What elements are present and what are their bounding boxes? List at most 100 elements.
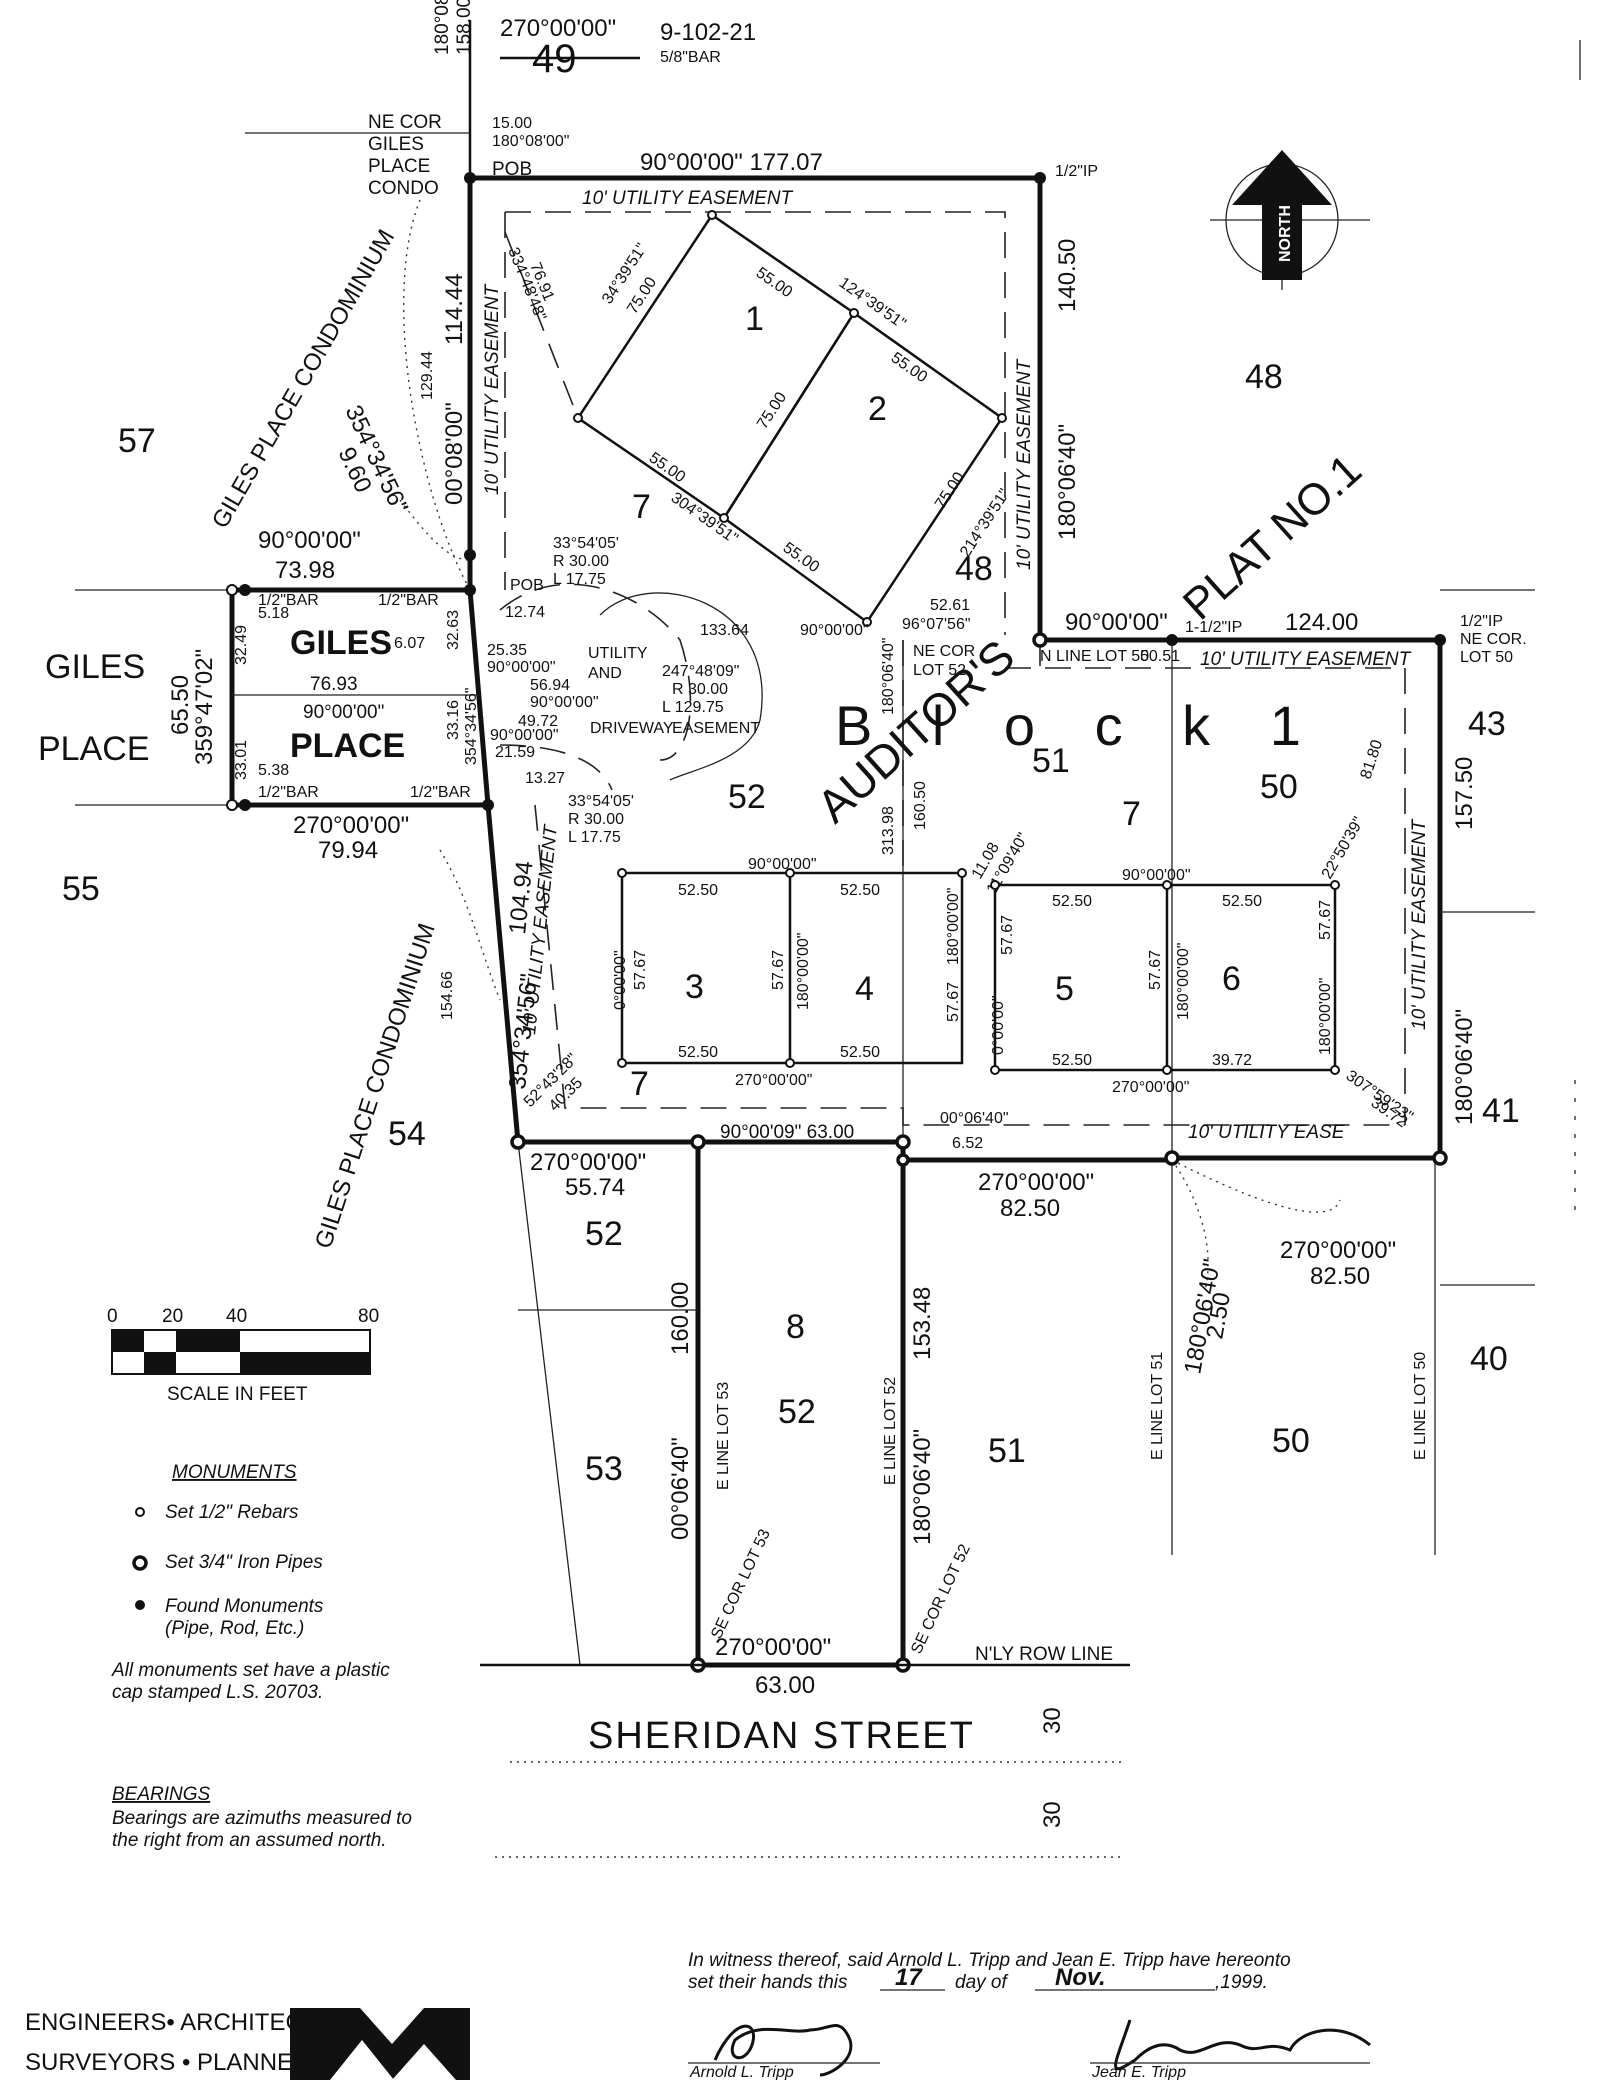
neighbor-51-b: 51 bbox=[988, 1432, 1026, 1470]
dim-l1-right: 55.00 bbox=[888, 349, 931, 386]
curve-3-length: L 17.75 bbox=[568, 829, 621, 846]
giles-street-1: GILES bbox=[45, 648, 145, 686]
firm-line-1: ENGINEERS• ARCHITECTS bbox=[25, 2009, 333, 2036]
neighbor-53: 53 bbox=[585, 1450, 623, 1488]
monument-lot8-tl bbox=[690, 1134, 706, 1150]
top-ip: 1/2"IP bbox=[1055, 163, 1098, 180]
neighbor-54: 54 bbox=[388, 1115, 426, 1153]
dim-l3-left-brg: 0°00'00" bbox=[612, 950, 629, 1010]
monument-lot56-t bbox=[1162, 880, 1172, 890]
ne-corner-label: NE COR GILES PLACE CONDO bbox=[368, 112, 442, 199]
legend-pipe-icon bbox=[132, 1555, 148, 1571]
dim-l5-left-brg: 0°00'00" bbox=[990, 995, 1007, 1055]
giles-bar-br: 1/2"BAR bbox=[410, 784, 471, 801]
giles-b900000a: 90°00'00" bbox=[487, 659, 556, 676]
driveway-easement: EASEMENT bbox=[672, 720, 760, 737]
curve-labels: 33°54'05' R 30.00 L 17.75 247°48'09" R 3… bbox=[553, 535, 739, 846]
parcel-diagonal-boundary bbox=[485, 804, 521, 1143]
e-line-lot53: E LINE LOT 53 bbox=[715, 1382, 732, 1490]
dim-v3-brg: 180°06'40" bbox=[880, 638, 897, 715]
witness-line-2a: set their hands this bbox=[688, 1972, 848, 1993]
easement-right-label: 10' UTILITY EASEMENT bbox=[1014, 358, 1035, 570]
driveway-curve-upper bbox=[499, 583, 692, 761]
monument-top-right bbox=[1034, 172, 1046, 184]
giles-b900000b: 90°00'00" bbox=[530, 694, 599, 711]
giles-d1327: 13.27 bbox=[525, 770, 565, 787]
scale-bar: 0 20 40 80 SCALE IN FEET bbox=[107, 1306, 379, 1405]
scale-tick-20: 20 bbox=[162, 1306, 183, 1327]
scale-tick-40: 40 bbox=[226, 1306, 247, 1327]
lot53-west-line bbox=[517, 1141, 581, 1666]
dim-lot8-small-d: 6.52 bbox=[952, 1135, 983, 1152]
lot8-bottom-bearing: 270°00'00" bbox=[715, 1634, 831, 1661]
dim-lots56-bot: 270°00'00" bbox=[1112, 1079, 1189, 1096]
witness-year: ,1999. bbox=[1215, 1972, 1268, 1993]
firm-line-2: SURVEYORS • PLANNERS bbox=[25, 2049, 326, 2076]
giles-bar-tr: 1/2"BAR bbox=[378, 592, 439, 609]
monument-giles-tl bbox=[239, 584, 251, 596]
dim-l56-mid-brg: 180°00'00" bbox=[1175, 943, 1192, 1020]
giles-street-2: PLACE bbox=[38, 730, 150, 768]
monument-lot5-bl bbox=[990, 1065, 1000, 1075]
monument-giles-bl bbox=[239, 799, 251, 811]
giles-mid-dist: 76.93 bbox=[310, 674, 358, 695]
easement-far-right-label: 10' UTILITY EASEMENT bbox=[1409, 818, 1430, 1030]
monument-lot2-right bbox=[997, 413, 1007, 423]
block-1-label: B l o c k 1 bbox=[835, 694, 1323, 757]
curve-1-radius: R 30.00 bbox=[553, 553, 609, 570]
giles-d607: 6.07 bbox=[394, 635, 425, 652]
lot-5: 5 bbox=[1055, 970, 1074, 1008]
legend-found-icon bbox=[135, 1600, 145, 1610]
dim-l34-mid-brg: 180°00'00" bbox=[795, 933, 812, 1010]
monument-left-mid bbox=[464, 549, 476, 561]
dim-lot8-small: 00°06'40" bbox=[940, 1110, 1009, 1127]
lot8-right-dist: 153.48 bbox=[909, 1287, 936, 1360]
dim-l6-corner: 81.80 bbox=[1358, 738, 1387, 781]
far-right-dist: 157.50 bbox=[1451, 757, 1478, 830]
dim-v2: 160.50 bbox=[912, 781, 929, 830]
lower-right-dist: 82.50 bbox=[1000, 1195, 1060, 1222]
giles-d538: 5.38 bbox=[258, 762, 289, 779]
bearings-line-2: the right from an assumed north. bbox=[112, 1830, 387, 1851]
left-bearing-top: 180°08' bbox=[432, 0, 453, 55]
legend-note-2: cap stamped L.S. 20703. bbox=[112, 1682, 323, 1703]
top-boundary-label: 90°00'00" 177.07 bbox=[640, 149, 823, 176]
giles-d1274: 12.74 bbox=[505, 604, 545, 621]
neighbor-40: 40 bbox=[1470, 1340, 1508, 1378]
n-line-lot50: N LINE LOT 50 bbox=[1040, 648, 1149, 665]
e-line-lot52: E LINE LOT 52 bbox=[882, 1377, 899, 1485]
lot-2: 2 bbox=[868, 390, 887, 428]
dim-960756: 96°07'56" bbox=[902, 616, 971, 633]
left-dist-top: 158.00 bbox=[454, 0, 475, 55]
neighbor-52-b: 52 bbox=[585, 1215, 623, 1253]
dim-l4-right: 57.67 bbox=[945, 982, 962, 1022]
monument-lot1-top bbox=[707, 210, 717, 220]
easement-top-label: 10' UTILITY EASEMENT bbox=[582, 188, 794, 209]
giles-b354: 354°34'56" bbox=[463, 688, 480, 765]
dim-l6-corner-brg: 22°50'39" bbox=[1319, 814, 1368, 882]
monument-lot12-bottom bbox=[719, 513, 729, 523]
monument-lower-mid bbox=[1164, 1150, 1180, 1166]
leader-bottom-right-2 bbox=[1171, 1159, 1341, 1213]
witness-line-2b: day of bbox=[955, 1972, 1008, 1993]
lot-7-c: 7 bbox=[630, 1065, 649, 1103]
dim-l1-top: 55.00 bbox=[753, 264, 796, 301]
dim-l6-right-brg: 180°00'00" bbox=[1317, 978, 1334, 1055]
lots-5-6-outline bbox=[993, 883, 1337, 1072]
dim-l12-bot-brg: 304°39'51" bbox=[668, 489, 741, 547]
dim-lots34-bot: 270°00'00" bbox=[735, 1072, 812, 1089]
lot-4: 4 bbox=[855, 970, 874, 1008]
dim-lots56-top: 90°00'00" bbox=[1122, 867, 1191, 884]
dim-l3-bot: 52.50 bbox=[678, 1044, 718, 1061]
giles-bot-dist: 79.94 bbox=[318, 837, 378, 864]
top-bearing: 270°00'00" bbox=[500, 15, 616, 42]
legend-title: MONUMENTS bbox=[172, 1462, 297, 1483]
driveway-2: AND bbox=[588, 665, 622, 682]
monument-lot6-tr bbox=[1330, 880, 1340, 890]
dim-l6-bot: 39.72 bbox=[1212, 1052, 1252, 1069]
right-bearing: 180°06'40" bbox=[1054, 424, 1081, 540]
lot8-left-bearing: 00°06'40" bbox=[667, 1437, 694, 1540]
street-width-1: 30 bbox=[1039, 1707, 1066, 1734]
giles-d2159: 21.59 bbox=[495, 744, 535, 761]
lot-1-outline bbox=[576, 213, 856, 520]
